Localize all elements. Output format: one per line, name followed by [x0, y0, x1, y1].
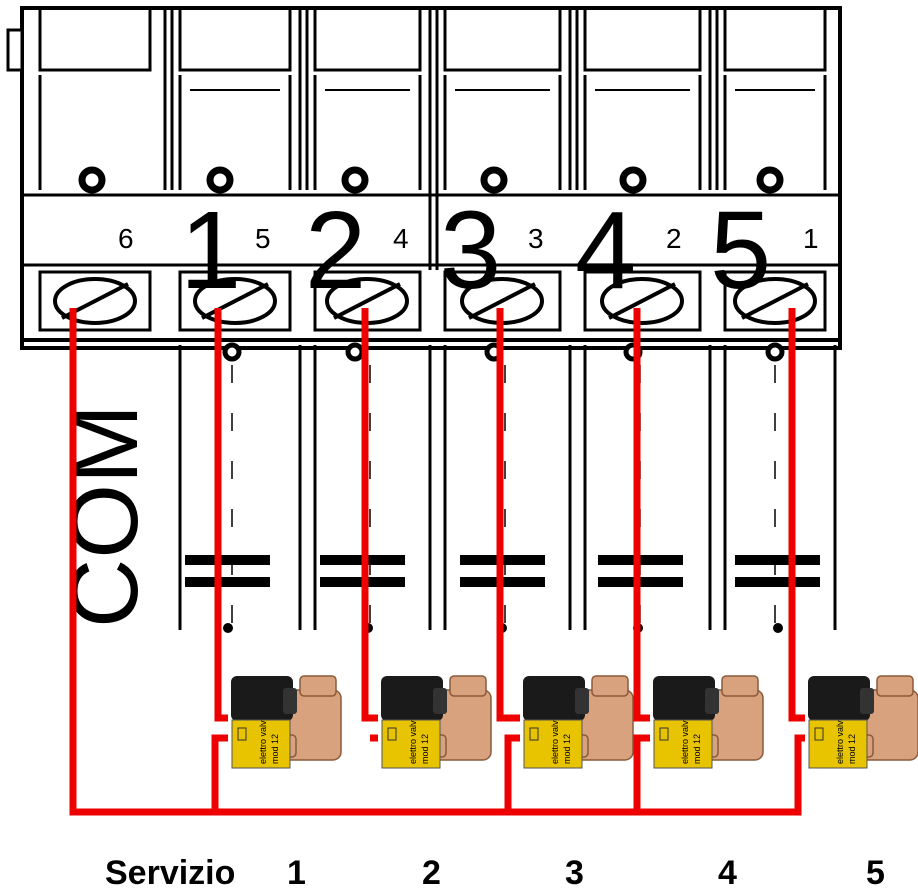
valve-coil	[653, 676, 715, 721]
valve-label-line1: elettro valv	[408, 720, 418, 764]
valve-logo	[529, 727, 539, 741]
valve-coil	[231, 676, 293, 721]
wire-5	[788, 308, 805, 722]
lower-pins	[178, 342, 837, 633]
terminal-number-5: 5	[710, 189, 771, 312]
valve-label-line2: mod 12	[562, 734, 572, 764]
valve-label-line1: elettro valv	[550, 720, 560, 764]
terminal-number-3: 3	[440, 189, 501, 312]
footer-number-2: 2	[422, 854, 441, 892]
valve-label-line1: elettro valv	[258, 720, 268, 764]
valve-logo	[237, 727, 247, 741]
valve-fitting	[449, 675, 487, 697]
terminal-number-1: 1	[180, 189, 241, 312]
terminal-number-2: 2	[305, 189, 366, 312]
valve-connector	[860, 688, 874, 714]
valve-label-line1: elettro valv	[680, 720, 690, 764]
valve-label-line2: mod 12	[692, 734, 702, 764]
common-branch-4	[633, 734, 650, 812]
footer-number-1: 1	[287, 854, 306, 892]
com-label: COM	[51, 404, 158, 628]
valve-connector	[705, 688, 719, 714]
terminal-small-6: 6	[118, 223, 134, 254]
valve-coil	[523, 676, 585, 721]
valve-fitting	[721, 675, 759, 697]
valve-logo	[659, 727, 669, 741]
valve-logo	[814, 727, 824, 741]
screw-row	[22, 270, 840, 342]
footer: Servizio 1 2 3 4 5	[105, 854, 885, 892]
footer-number-5: 5	[866, 854, 885, 892]
footer-number-3: 3	[565, 854, 584, 892]
valve-connector	[433, 688, 447, 714]
wire-1	[214, 308, 228, 722]
valve-connector	[575, 688, 589, 714]
footer-servizio: Servizio	[105, 854, 235, 892]
common-wire	[69, 308, 805, 816]
valve-logo	[387, 727, 397, 741]
terminal-block: COM 6 5 4 3 2 1 1 2 3 4 5	[6, 6, 842, 633]
footer-number-4: 4	[718, 854, 737, 892]
terminal-small-2: 2	[666, 223, 682, 254]
common-branch-1	[211, 734, 228, 812]
wiring	[69, 308, 805, 816]
terminal-small-5: 5	[255, 223, 271, 254]
valve-coil	[381, 676, 443, 721]
valve-fitting	[591, 675, 629, 697]
terminal-small-3: 3	[528, 223, 544, 254]
valve-label-line1: elettro valv	[835, 720, 845, 764]
valve-label-line2: mod 12	[847, 734, 857, 764]
wire-3	[496, 308, 520, 722]
terminal-small-4: 4	[393, 223, 409, 254]
valve-connector	[283, 688, 297, 714]
valve-fitting	[876, 675, 914, 697]
valve-label-line2: mod 12	[420, 734, 430, 764]
terminal-small-1: 1	[803, 223, 819, 254]
common-branch-3	[504, 734, 520, 812]
wire-2	[361, 308, 378, 722]
valve-label-line2: mod 12	[270, 734, 280, 764]
terminal-number-4: 4	[575, 189, 636, 312]
valve-coil	[808, 676, 870, 721]
valve-fitting	[299, 675, 337, 697]
wire-4	[633, 308, 650, 722]
